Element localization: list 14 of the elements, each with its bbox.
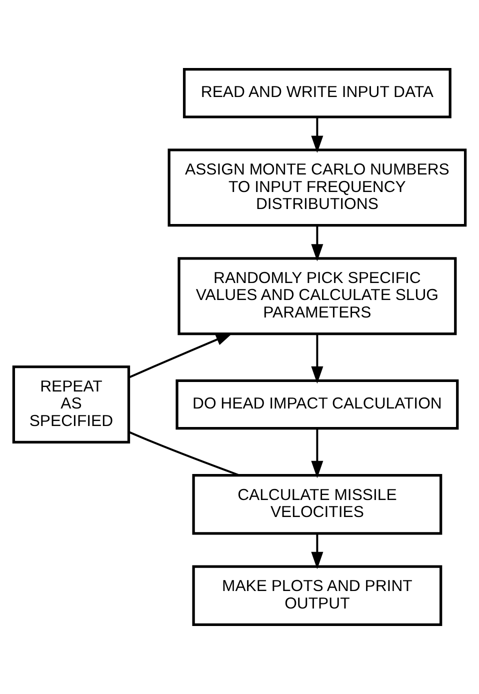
node-box: MAKE PLOTS AND PRINT OUTPUT [192, 565, 442, 626]
arrow [311, 334, 324, 384]
arrow [311, 534, 324, 570]
node-box: RANDOMLY PICK SPECIFIC VALUES AND CALCULATE SLUG PARAMETERS [178, 257, 457, 336]
arrow [311, 117, 324, 153]
node-box: DO HEAD IMPACT CALCULATION [176, 379, 459, 430]
arrow [311, 225, 324, 262]
arrow [311, 428, 324, 478]
connector [128, 431, 240, 476]
node-box: READ AND WRITE INPUT DATA [182, 68, 452, 118]
node-box: REPEAT AS SPECIFIED [12, 366, 130, 444]
arrow [128, 332, 234, 378]
node-box: ASSIGN MONTE CARLO NUMBERS TO INPUT FREQUENCY DISTRIBUTIONS [168, 148, 467, 227]
node-box: CALCULATE MISSILE VELOCITIES [192, 474, 442, 535]
